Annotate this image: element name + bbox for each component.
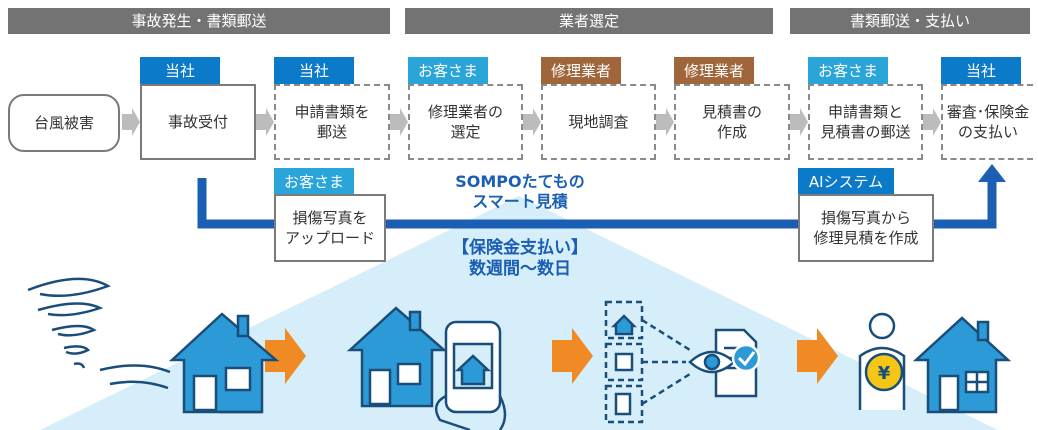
orange-arrow-3 <box>797 328 838 384</box>
upload-photo-box: 損傷写真を アップロード <box>274 194 386 262</box>
payment-duration: 【保険金支払い】 数週間～数日 <box>440 238 600 281</box>
actor-tag: 修理業者 <box>541 57 621 85</box>
step-box: 修理業者の 選定 <box>408 84 523 160</box>
connector-arrow <box>122 108 140 136</box>
phase-header-accident: 事故発生・書類郵送 <box>8 8 390 34</box>
phase-header-contractor: 業者選定 <box>405 8 773 34</box>
ai-review-icon <box>604 300 761 424</box>
upload-actor-tag: お客さま <box>274 168 354 196</box>
smart-estimate-title-line1: SOMPOたてもの <box>455 172 585 191</box>
actor-tag: お客さま <box>808 57 888 85</box>
step-box: 申請書類と 見積書の郵送 <box>808 84 923 160</box>
step-box: 申請書類を 郵送 <box>274 84 390 160</box>
connector-arrow <box>523 108 541 136</box>
svg-text:¥: ¥ <box>878 363 891 384</box>
connector-arrow <box>923 108 941 136</box>
step-box: 事故受付 <box>140 84 256 160</box>
smart-path-arrowhead <box>978 164 1006 182</box>
connector-arrow <box>656 108 674 136</box>
step-box: 審査･保険金 の支払い <box>941 84 1033 160</box>
phase-header-payment: 書類郵送・支払い <box>790 8 1030 34</box>
phone-photo-icon <box>346 306 507 430</box>
actor-tag: 当社 <box>941 57 1021 85</box>
orange-arrows <box>265 328 838 384</box>
step-box: 見積書の 作成 <box>674 84 790 160</box>
payment-duration-line1: 【保険金支払い】 <box>452 238 588 258</box>
connector-arrow <box>390 108 408 136</box>
actor-tag: 当社 <box>274 57 354 85</box>
payment-duration-line2: 数週間～数日 <box>469 259 571 280</box>
actor-tag: 当社 <box>140 57 220 85</box>
connector-arrow <box>790 108 808 136</box>
smart-estimate-title-line2: スマート見積 <box>472 192 568 211</box>
step-connectors <box>122 108 941 136</box>
smart-path-line <box>197 178 997 229</box>
ai-system-tag: AIシステム <box>798 168 894 196</box>
orange-arrow-1 <box>265 328 306 384</box>
connector-arrow <box>256 108 274 136</box>
actor-tag: お客さま <box>408 57 488 85</box>
ai-estimate-box: 損傷写真から 修理見積を作成 <box>798 194 934 262</box>
smart-estimate-title: SOMPOたてもの スマート見積 <box>440 172 600 212</box>
insurance-payment-icon: ¥ <box>858 312 1012 414</box>
orange-arrow-2 <box>552 328 593 384</box>
step-box: 現地調査 <box>541 84 656 160</box>
tornado-house-icon <box>27 277 280 414</box>
actor-tag: 修理業者 <box>674 57 754 85</box>
start-node-typhoon: 台風被害 <box>8 94 120 152</box>
